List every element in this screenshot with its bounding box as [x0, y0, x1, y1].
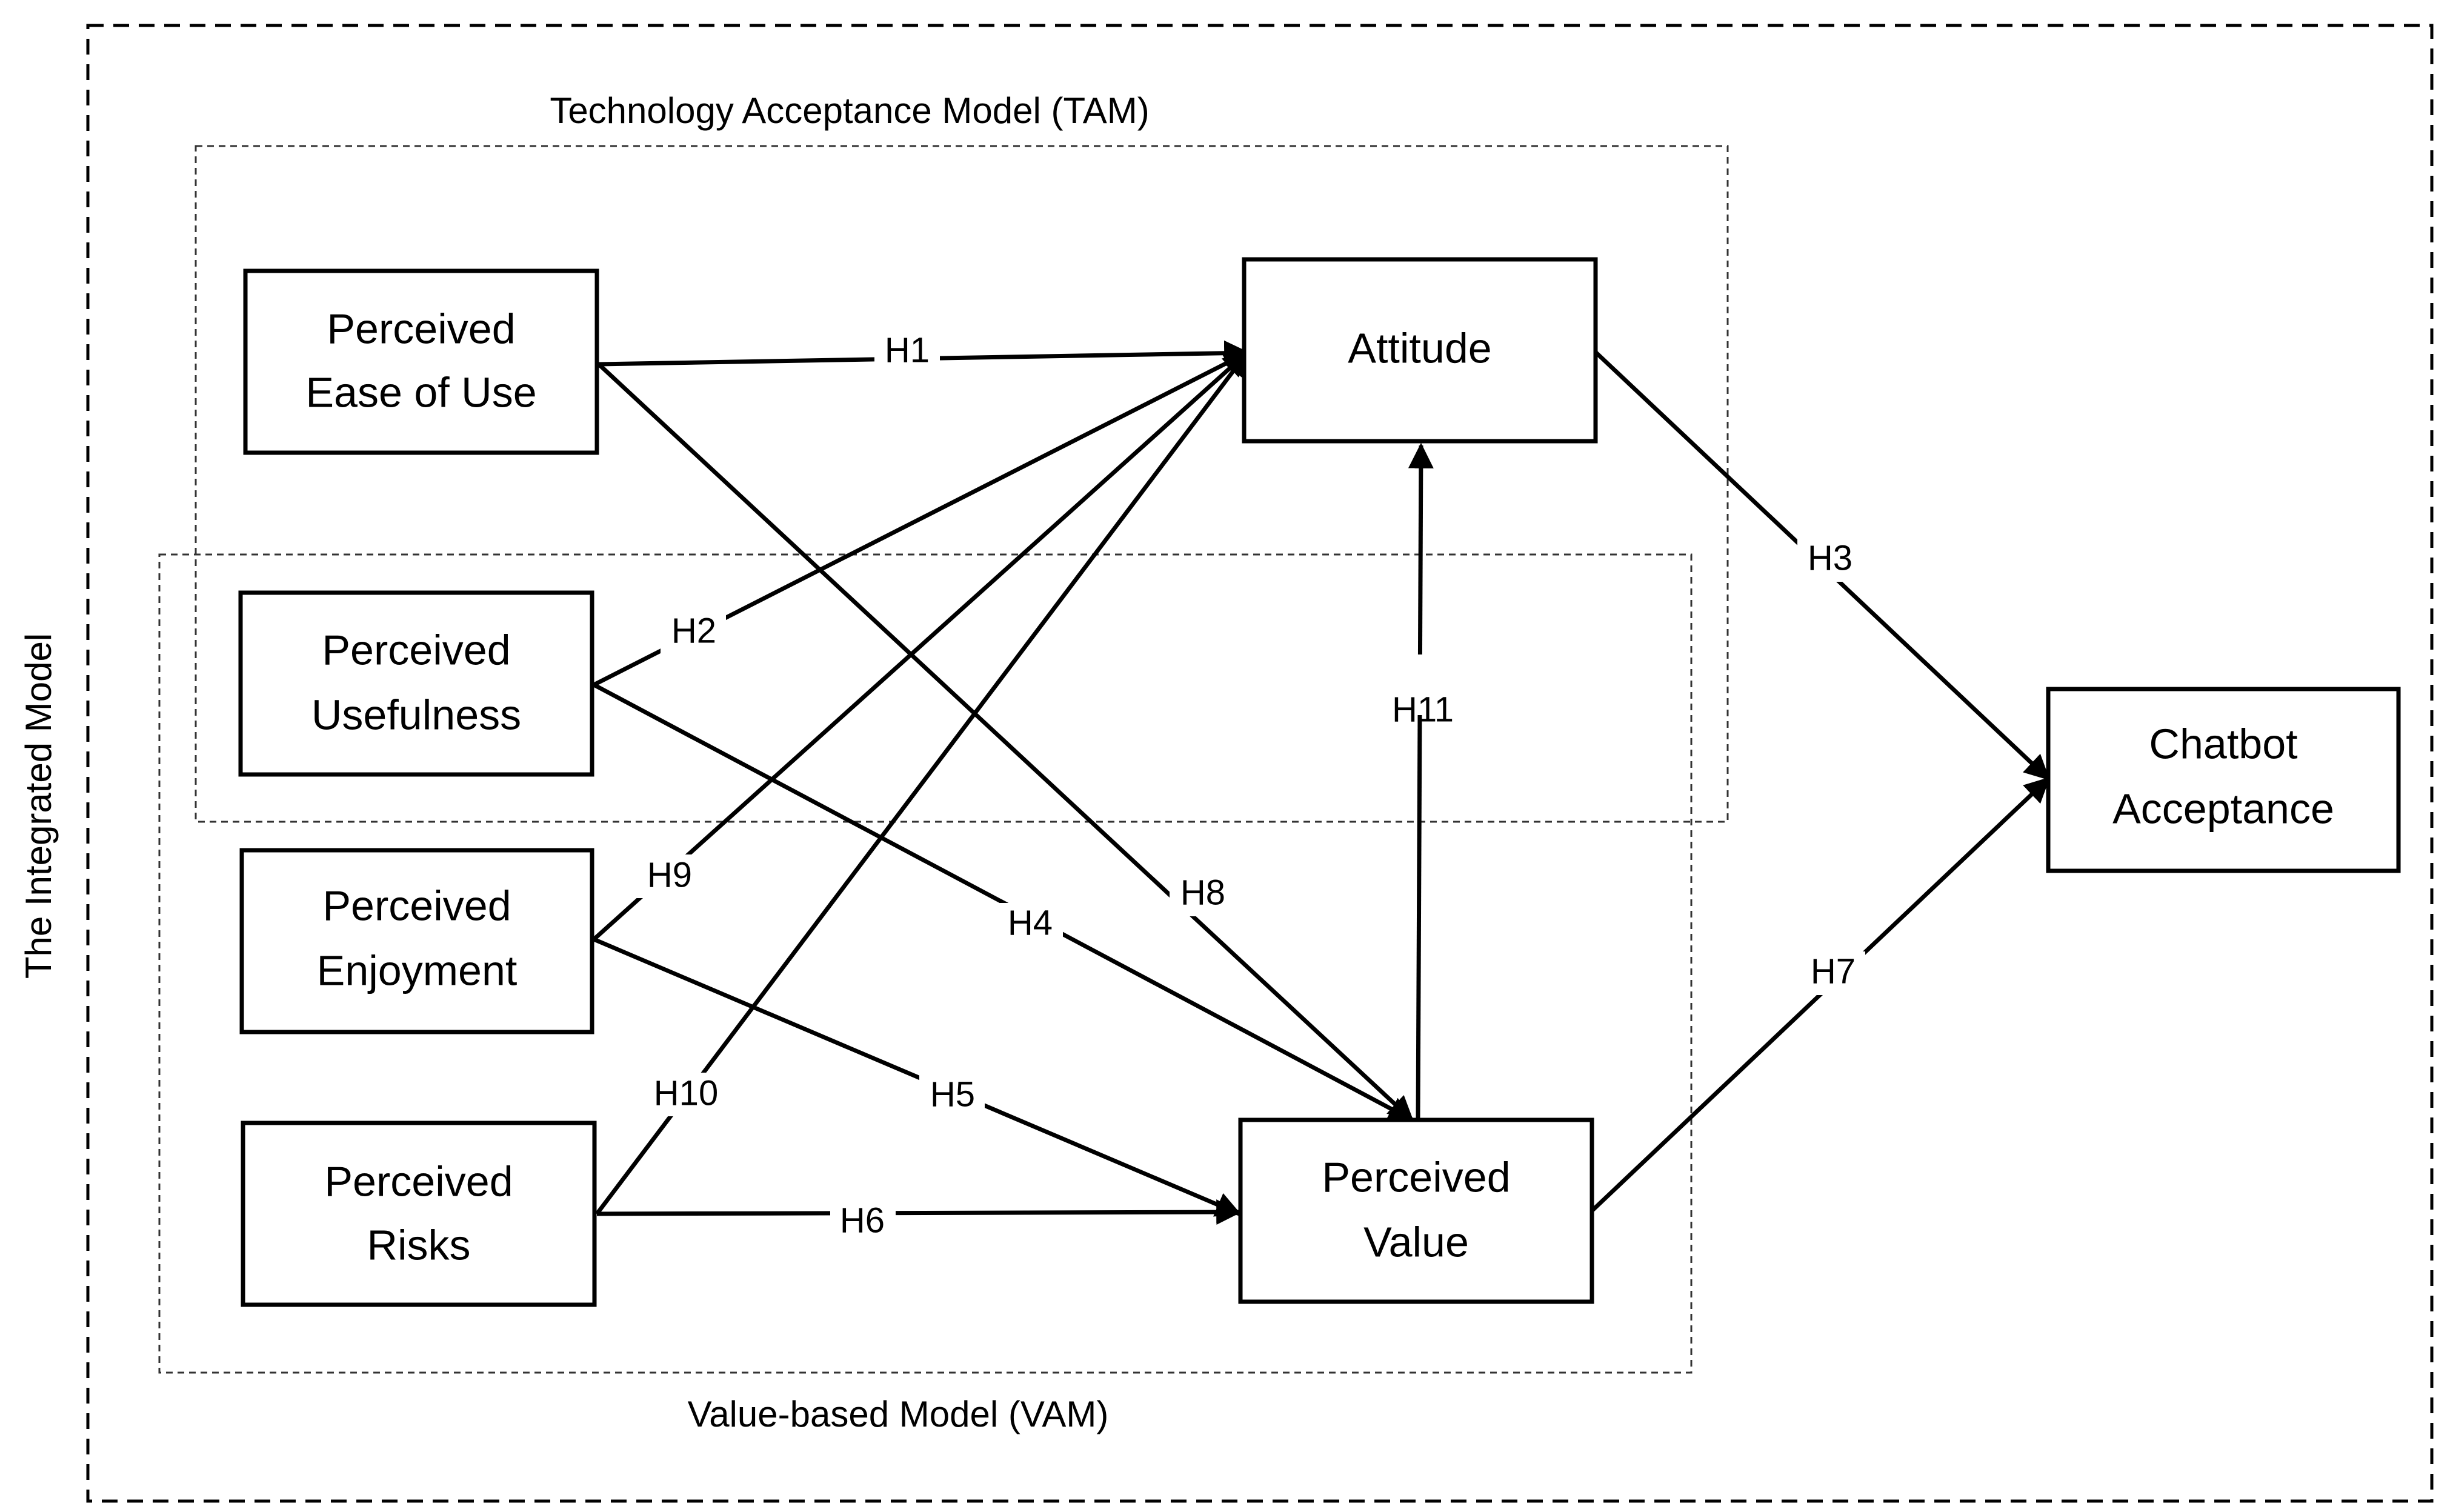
node-label: Attitude [1348, 324, 1491, 371]
edge-h11 [1408, 442, 1434, 1119]
hypothesis-labels: H1 H2 H3 H4 H5 H6 H7 H8 H9 H10 H11 [636, 330, 1865, 1244]
node-attitude: Attitude [1242, 257, 1598, 444]
tam-label: Technology Acceptance Model (TAM) [550, 90, 1149, 131]
edge-h4 [593, 682, 1414, 1122]
edge-h5 [593, 937, 1242, 1217]
node-label: Ease of Use [305, 368, 536, 416]
label-h6: H6 [840, 1201, 885, 1240]
label-h7: H7 [1811, 951, 1856, 991]
node-label: Perceived [324, 1157, 513, 1205]
label-h8: H8 [1180, 873, 1225, 912]
node-label: Perceived [1322, 1153, 1510, 1201]
edge-h10 [595, 350, 1249, 1216]
node-perceived-ease-of-use: Perceived Ease of Use [243, 268, 599, 455]
node-label: Value [1363, 1218, 1469, 1265]
node-perceived-value: Perceived Value [1238, 1117, 1594, 1304]
edge-h9 [592, 351, 1250, 941]
node-perceived-enjoyment: Perceived Enjoyment [239, 848, 594, 1034]
node-perceived-risks: Perceived Risks [241, 1121, 597, 1307]
integrated-model-frame [86, 24, 2434, 1503]
node-label: Perceived [327, 305, 515, 352]
node-label: Enjoyment [317, 947, 518, 994]
label-h5: H5 [930, 1074, 975, 1114]
label-h3: H3 [1808, 538, 1852, 578]
integrated-model-label: The Integrated Model [18, 633, 59, 979]
edge-h6 [596, 1199, 1242, 1225]
label-h11: H11 [1392, 690, 1454, 729]
node-label: Perceived [322, 626, 510, 673]
label-h10: H10 [654, 1073, 718, 1113]
tam-frame [195, 145, 1729, 823]
label-h2: H2 [671, 611, 716, 650]
edges [592, 340, 2051, 1225]
node-perceived-usefulness: Perceived Usefulness [238, 590, 594, 777]
label-h4: H4 [1008, 903, 1053, 942]
node-label: Usefulness [311, 691, 521, 738]
node-label: Risks [367, 1221, 470, 1268]
node-label: Acceptance [2112, 785, 2334, 832]
edge-h8 [597, 362, 1414, 1122]
vam-label: Value-based Model (VAM) [688, 1394, 1109, 1434]
label-h1: H1 [885, 330, 930, 370]
vam-frame [158, 553, 1693, 1374]
label-h9: H9 [647, 855, 692, 894]
node-chatbot-acceptance: Chatbot Acceptance [2046, 687, 2401, 873]
node-label: Chatbot [2149, 720, 2297, 767]
node-label: Perceived [322, 882, 511, 929]
